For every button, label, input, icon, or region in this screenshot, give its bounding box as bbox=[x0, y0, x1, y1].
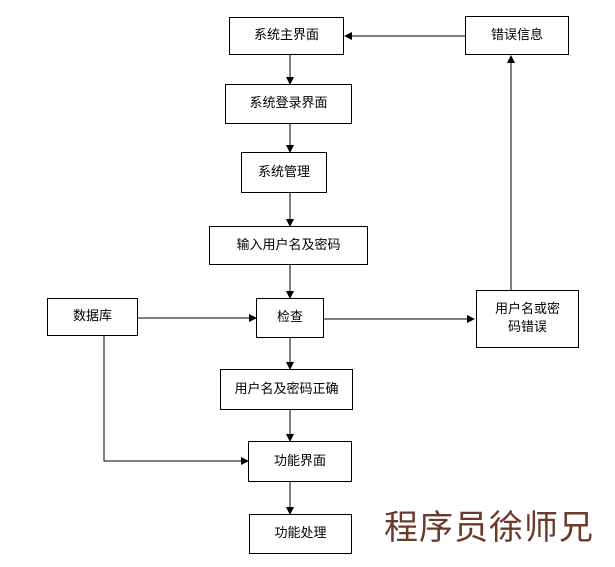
node-system-management: 系统管理 bbox=[241, 152, 327, 193]
edge-database-to-function-screen bbox=[103, 336, 249, 465]
node-correct-credentials-label: 用户名及密码正确 bbox=[234, 381, 339, 397]
node-function-screen: 功能界面 bbox=[248, 441, 352, 482]
node-function-process-label: 功能处理 bbox=[274, 526, 327, 541]
node-login-screen-label: 系统登录界面 bbox=[249, 96, 328, 111]
node-check: 检查 bbox=[256, 298, 324, 338]
node-function-process: 功能处理 bbox=[249, 514, 352, 554]
node-system-management-label: 系统管理 bbox=[257, 164, 310, 180]
watermark-text: 程序员徐师兄 bbox=[384, 508, 594, 548]
node-input-credentials: 输入用户名及密码 bbox=[209, 226, 368, 265]
node-wrong-credentials: 用户名或密码错误 bbox=[476, 290, 579, 348]
node-check-label: 检查 bbox=[276, 310, 303, 325]
node-wrong-credentials-label: 用户名或密码错误 bbox=[494, 302, 560, 335]
node-function-screen-label: 功能界面 bbox=[273, 453, 326, 469]
node-login-screen: 系统登录界面 bbox=[225, 84, 352, 124]
node-error-info: 错误信息 bbox=[465, 16, 569, 55]
node-error-info-label: 错误信息 bbox=[490, 27, 543, 43]
node-main-screen-label: 系统主界面 bbox=[253, 28, 319, 43]
node-database: 数据库 bbox=[47, 298, 138, 336]
node-database-label: 数据库 bbox=[72, 309, 112, 324]
node-input-credentials-label: 输入用户名及密码 bbox=[236, 237, 341, 253]
node-main-screen: 系统主界面 bbox=[229, 17, 344, 55]
node-correct-credentials: 用户名及密码正确 bbox=[220, 369, 353, 410]
